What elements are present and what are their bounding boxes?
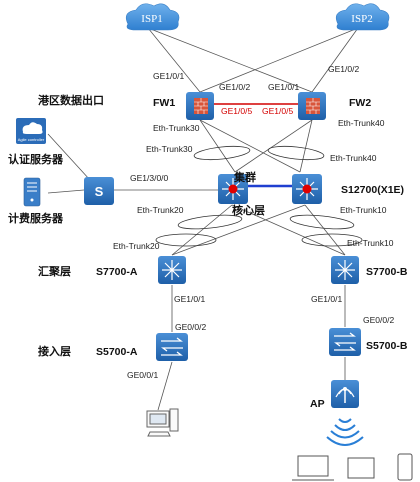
link-s5700a-pc bbox=[157, 361, 173, 411]
link-billing-switch bbox=[47, 189, 85, 194]
s5700a-ge002-label: GE0/0/2 bbox=[175, 322, 206, 332]
links bbox=[47, 27, 359, 411]
auth-server-icon: Agile controller bbox=[16, 118, 46, 144]
trunk20-bottom-ellipse bbox=[155, 233, 217, 247]
core-switch-label: S12700(X1E) bbox=[341, 184, 404, 196]
fw2-ge101-label: GE1/0/1 bbox=[268, 82, 299, 92]
link-isp2-fw2 bbox=[311, 27, 359, 93]
fw2-icon bbox=[298, 92, 326, 120]
link-fw2-core2 bbox=[299, 119, 313, 173]
laptop-icon bbox=[292, 455, 334, 481]
link-fw1-core1 bbox=[199, 119, 236, 173]
trunk10-bottom-ellipse bbox=[301, 233, 363, 247]
s-switch-icon: S bbox=[84, 177, 114, 205]
core-trunk40-label: Eth-Trunk40 bbox=[330, 153, 377, 163]
link-fw1-core2 bbox=[199, 119, 301, 173]
trunk10-top-ellipse bbox=[289, 214, 355, 230]
trunk20-top-ellipse bbox=[177, 214, 243, 230]
fw1-trunk30-label: Eth-Trunk30 bbox=[153, 123, 200, 133]
s7700a-ge101-label: GE1/0/1 bbox=[174, 294, 205, 304]
pc-icon bbox=[146, 408, 179, 437]
s5700a-icon bbox=[156, 333, 188, 361]
link-core2-s7700b bbox=[304, 204, 346, 256]
link-isp1-fw1 bbox=[147, 27, 201, 93]
s5700b-icon bbox=[329, 328, 361, 356]
isp1-cloud: ISP1 bbox=[125, 3, 180, 31]
link-isp2-fw1 bbox=[199, 27, 359, 93]
aggregation-layer-label: 汇聚层 bbox=[38, 265, 71, 278]
s5700a-ge001-label: GE0/0/1 bbox=[127, 370, 158, 380]
fw1-icon bbox=[186, 92, 214, 120]
fw2-ge105-label: GE1/0/5 bbox=[262, 106, 293, 116]
trunk-ellipses bbox=[155, 145, 363, 247]
s7700a-icon bbox=[158, 256, 186, 284]
core-switch-1-icon bbox=[218, 174, 248, 204]
core-trunk10-label: Eth-Trunk10 bbox=[340, 205, 387, 215]
fw1-ge102-label: GE1/0/2 bbox=[219, 82, 250, 92]
core-switch-2-icon bbox=[292, 174, 322, 204]
isp2-cloud: ISP2 bbox=[335, 3, 390, 31]
isp2-label: ISP2 bbox=[351, 13, 372, 25]
link-auth-switch bbox=[47, 133, 91, 181]
switch-ge130-label: GE1/3/0/0 bbox=[130, 173, 169, 183]
trunk40-ellipse bbox=[267, 145, 325, 161]
link-isp1-fw2 bbox=[147, 27, 313, 93]
link-core1-s7700a bbox=[171, 204, 233, 256]
link-core2-s7700a bbox=[171, 204, 306, 256]
s5700b-ge002-label: GE0/0/2 bbox=[363, 315, 394, 325]
s7700b-icon bbox=[331, 256, 359, 284]
fw2-label: FW2 bbox=[349, 97, 371, 109]
s7700a-label: S7700-A bbox=[96, 266, 138, 278]
ap-label: AP bbox=[310, 398, 325, 410]
fw1-ge105-label: GE1/0/5 bbox=[221, 106, 252, 116]
ap-icon bbox=[331, 380, 359, 408]
access-layer-label: 接入层 bbox=[38, 344, 71, 358]
port-egress-label: 港区数据出口 bbox=[38, 93, 104, 107]
phone-icon bbox=[397, 453, 413, 481]
link-fw2-core1 bbox=[234, 119, 313, 173]
link-core1-s7700b bbox=[231, 204, 346, 256]
auth-server-caption: Agile controller bbox=[18, 137, 45, 142]
billing-server-icon bbox=[23, 177, 41, 207]
fw2-trunk40-label: Eth-Trunk40 bbox=[338, 118, 385, 128]
cluster-label: 集群 bbox=[233, 170, 256, 184]
monitor-icon bbox=[347, 457, 375, 479]
core-trunk30-label: Eth-Trunk30 bbox=[146, 144, 193, 154]
s5700b-label: S5700-B bbox=[366, 340, 408, 352]
core-layer-label: 核心层 bbox=[232, 203, 265, 217]
fw1-label: FW1 bbox=[153, 97, 175, 109]
trunk30-ellipse bbox=[193, 145, 251, 161]
agg-trunk20-label: Eth-Trunk20 bbox=[113, 241, 160, 251]
wifi-signal-icon bbox=[326, 418, 364, 446]
s-switch-letter: S bbox=[95, 184, 104, 199]
fw1-ge101-label: GE1/0/1 bbox=[153, 71, 184, 81]
s7700b-ge101-label: GE1/0/1 bbox=[311, 294, 342, 304]
core-trunk20-label: Eth-Trunk20 bbox=[137, 205, 184, 215]
auth-server-label: 认证服务器 bbox=[8, 152, 64, 166]
s5700a-label: S5700-A bbox=[96, 346, 138, 358]
isp1-label: ISP1 bbox=[141, 13, 162, 25]
s7700b-label: S7700-B bbox=[366, 266, 408, 278]
agg-trunk10-label: Eth-Trunk10 bbox=[347, 238, 394, 248]
fw2-ge102-label: GE1/0/2 bbox=[328, 64, 359, 74]
billing-server-label: 计费服务器 bbox=[8, 211, 64, 225]
